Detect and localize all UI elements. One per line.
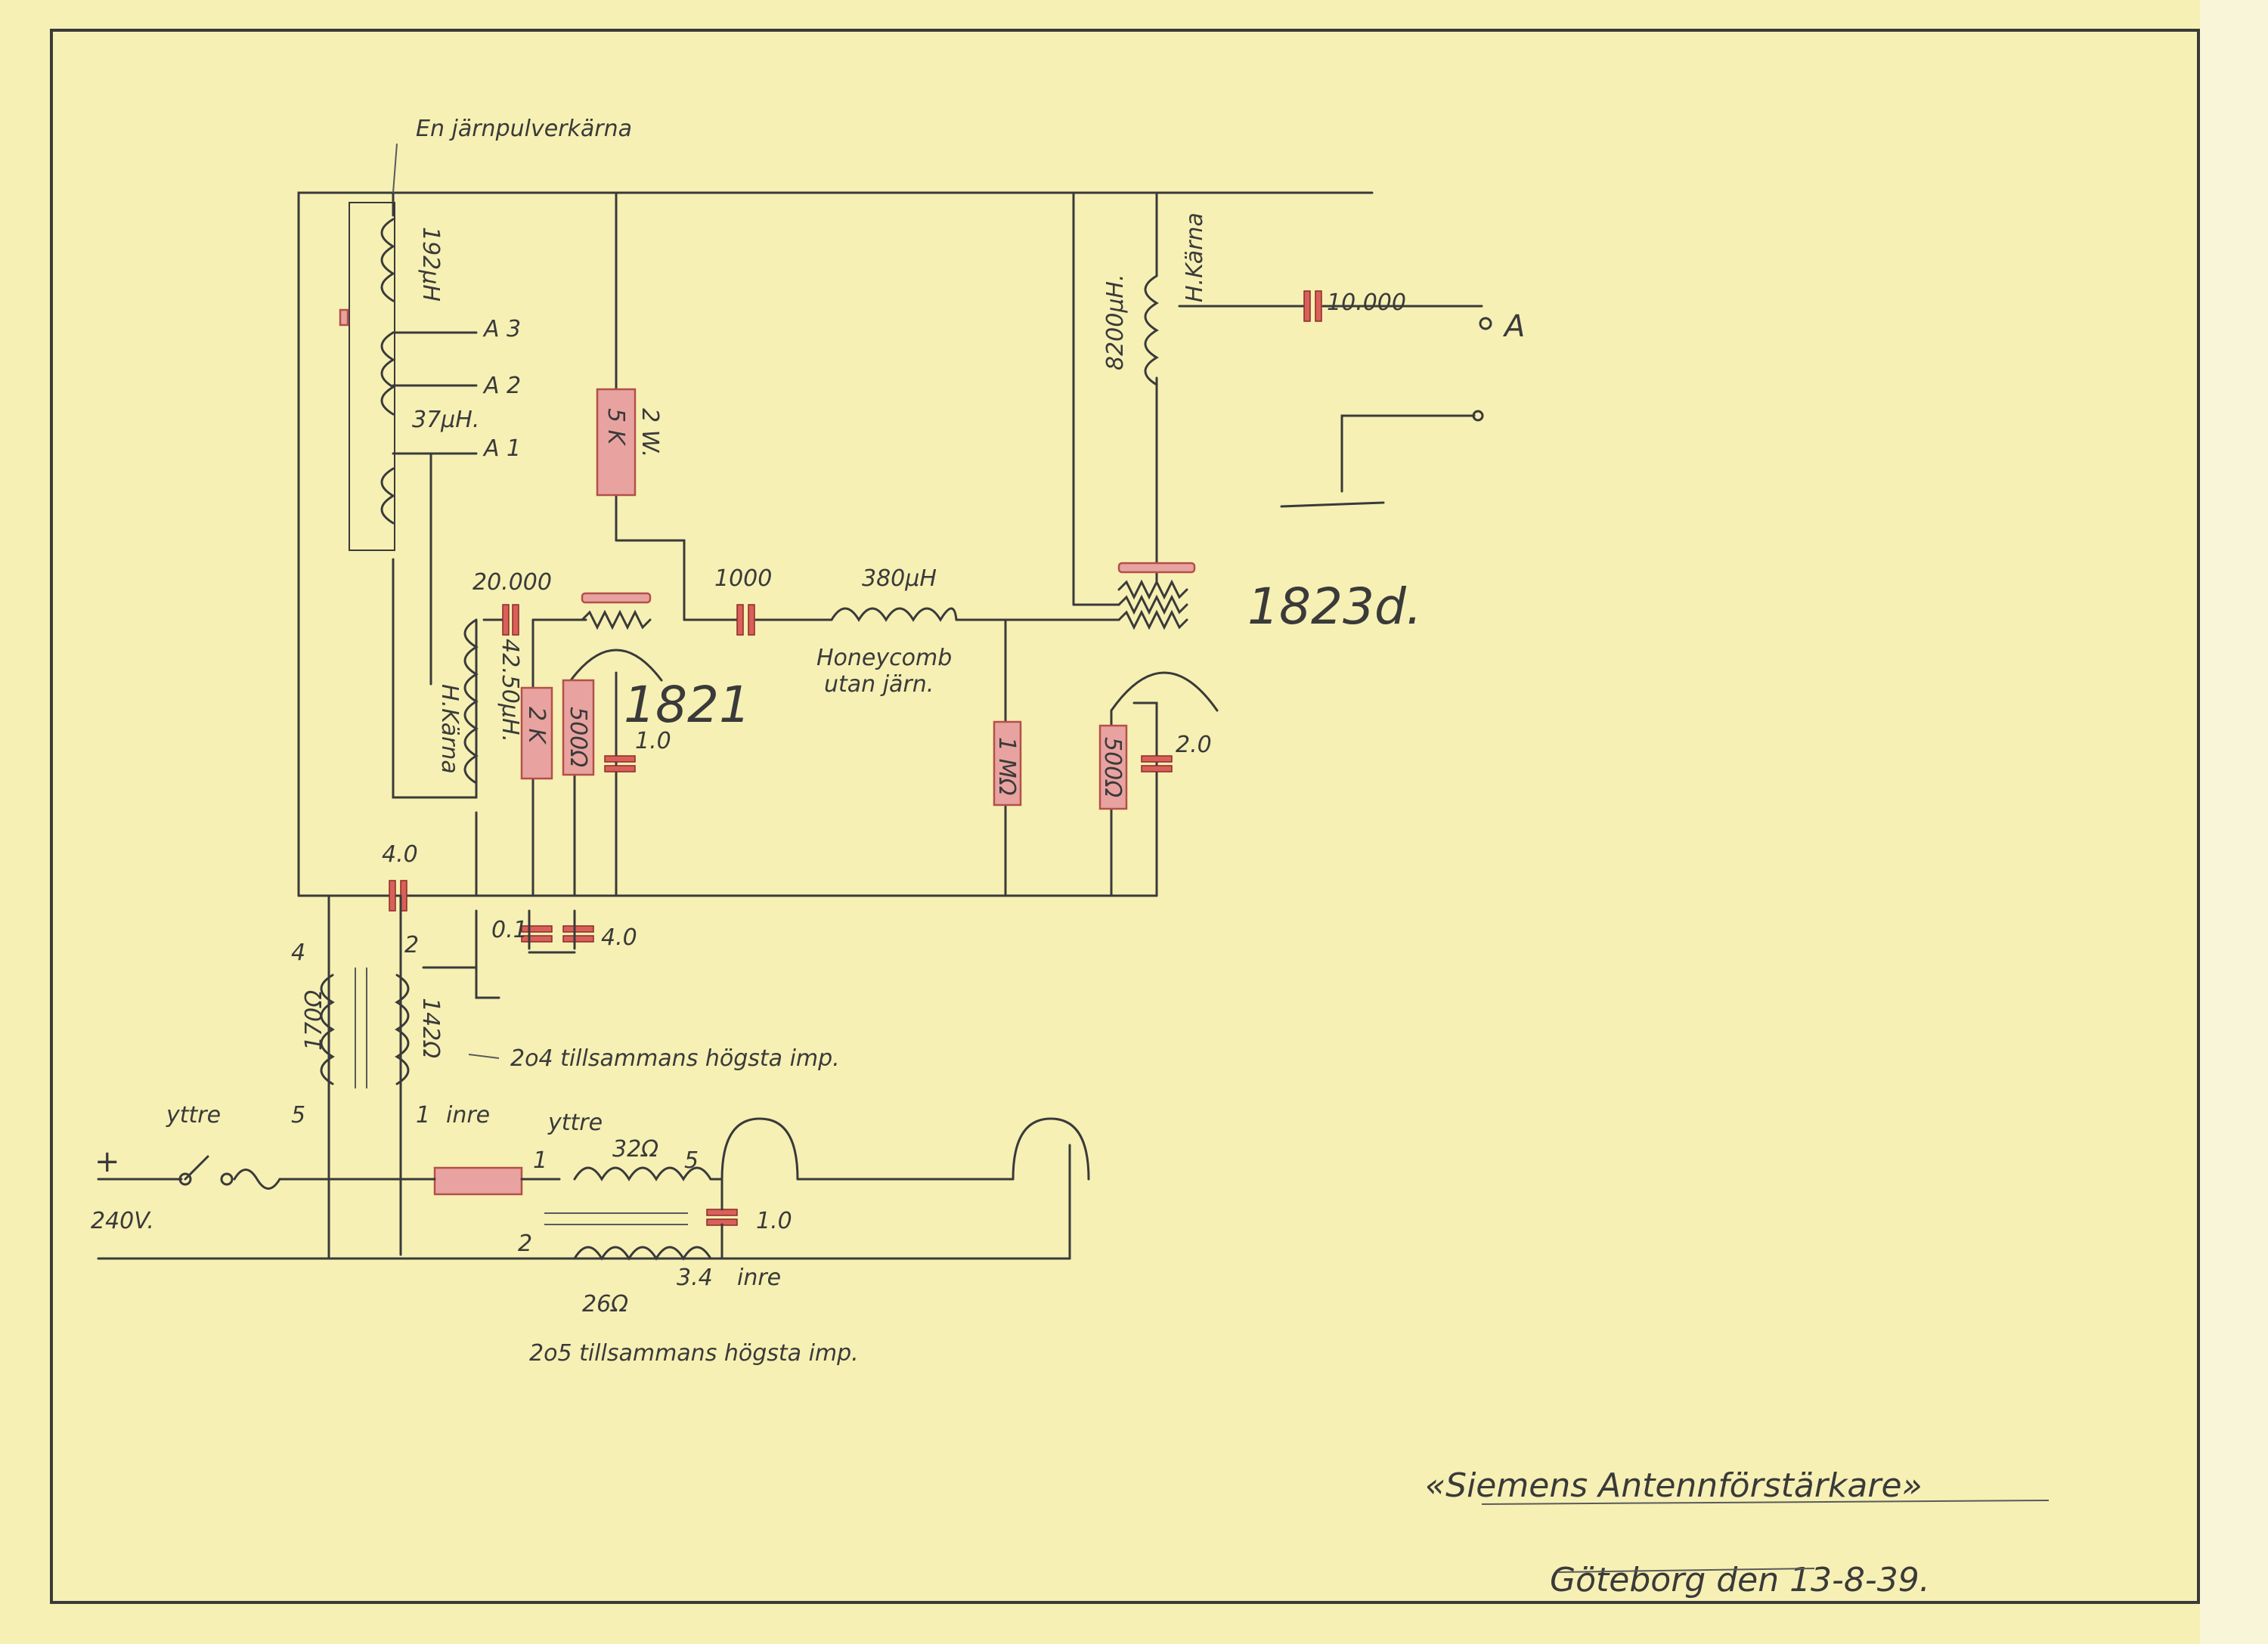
label-tap-a1: A 1 [482, 435, 521, 462]
resistor-2k [520, 686, 553, 780]
plate-coil [1144, 274, 1159, 386]
label-tr-5: 5 [291, 1102, 305, 1129]
drawing-border [50, 29, 2200, 1604]
label-yttre-1: yttre [166, 1102, 221, 1129]
label-ind-8200: 8200μH. [1102, 274, 1129, 370]
label-tr-142: 142Ω [417, 998, 444, 1058]
label-cap-1-0a: 1.0 [635, 728, 671, 754]
label-cap-4-0b: 4.0 [601, 924, 637, 951]
label-tube-1821: 1821 [624, 676, 751, 734]
label-tr-2: 2 [404, 932, 419, 958]
resistor-1m [993, 720, 1022, 807]
label-cap-4-0a: 4.0 [382, 841, 418, 868]
resistor-500-a [562, 679, 595, 776]
label-res-500a: 500Ω [565, 707, 591, 767]
label-tr-170: 170Ω [301, 990, 327, 1051]
label-cap-2-0: 2.0 [1176, 732, 1212, 758]
tube-1821 [569, 592, 663, 682]
grid-coil [463, 618, 479, 785]
label-res-2w: 2 W. [637, 408, 663, 457]
label-yttre-2: yttre [547, 1110, 603, 1136]
label-cap-0-1: 0.1 [491, 917, 528, 943]
label-pt-34: 3.4 [677, 1265, 713, 1291]
label-note-25: 2o5 tillsammans högsta imp. [529, 1340, 859, 1367]
label-output-a: A [1502, 309, 1525, 344]
label-res-500b: 500Ω [1099, 737, 1126, 797]
label-cap-1000: 1000 [714, 565, 772, 592]
label-ind-37: 37μH. [412, 407, 479, 433]
right-paper-edge [2200, 0, 2268, 1644]
label-inre-1: inre [446, 1102, 490, 1129]
label-inre-2: inre [737, 1265, 781, 1291]
label-note-24: 2o4 tillsammans högsta imp. [510, 1045, 840, 1072]
antenna-input-coil [339, 202, 478, 551]
label-240v: 240V. [91, 1208, 154, 1234]
label-honeycomb-2: utan järn. [824, 671, 934, 698]
tube-1823d [1110, 562, 1219, 712]
label-cap-10000: 10.000 [1327, 289, 1406, 316]
label-ind-380: 380μH [862, 565, 937, 592]
supply-wiring [97, 894, 1090, 1261]
label-tube-1823d: 1823d. [1247, 577, 1422, 636]
label-pt-26: 26Ω [582, 1291, 628, 1317]
drawing-title: «Siemens Antennförstärkare» [1425, 1466, 1923, 1505]
drawing-footer: Göteborg den 13-8-39. [1550, 1561, 1930, 1599]
label-ind-192: 192μH [417, 227, 444, 302]
label-res-5k: 5 K [603, 408, 629, 447]
label-honeycomb-1: Honeycomb [816, 645, 952, 671]
label-h-karna-1: H.Kärna [436, 684, 463, 774]
label-pt-5: 5 [684, 1147, 699, 1174]
label-tap-a2: A 2 [482, 373, 521, 399]
label-tap-a3: A 3 [482, 316, 521, 342]
label-pt-32: 32Ω [612, 1136, 658, 1163]
label-plus: + [94, 1144, 120, 1179]
label-tr-1: 1 [416, 1102, 430, 1129]
honeycomb-coil [830, 607, 958, 622]
main-wiring [297, 191, 1492, 897]
label-pt-1: 1 [533, 1147, 547, 1174]
label-ind-4250: 42.50μH. [497, 639, 523, 742]
label-tr-4: 4 [291, 940, 305, 966]
label-pt-2: 2 [518, 1231, 532, 1257]
resistor-supply [433, 1166, 523, 1196]
label-cap-1-0b: 1.0 [756, 1208, 792, 1234]
resistor-5k [596, 388, 637, 497]
label-res-2k: 2 K [523, 707, 550, 745]
label-res-1m: 1 MΩ [993, 737, 1020, 796]
resistor-500-b [1098, 724, 1128, 810]
label-core-note: En järnpulverkärna [416, 116, 632, 142]
label-h-karna-2: H.Kärna [1182, 212, 1208, 302]
capacitors [389, 290, 1322, 1226]
label-cap-20000: 20.000 [472, 569, 552, 596]
